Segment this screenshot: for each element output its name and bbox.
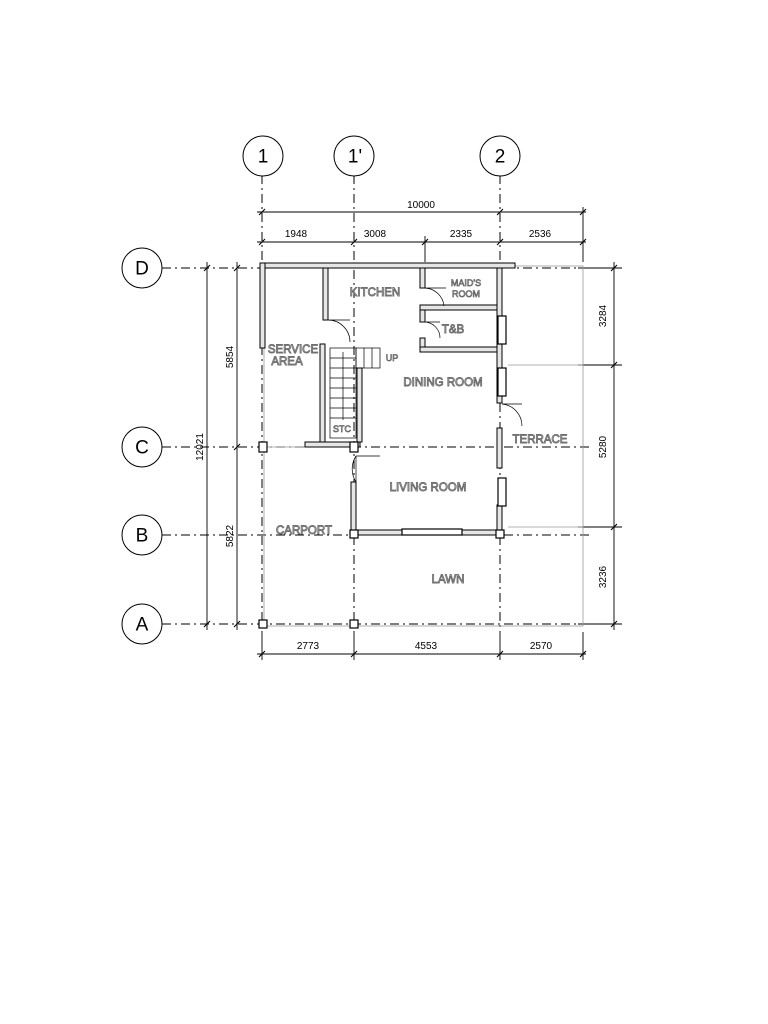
room-label-kitchen: KITCHEN (350, 287, 400, 299)
window (497, 367, 507, 397)
dim-tick (350, 238, 358, 246)
stair-outline (329, 347, 357, 439)
dim-tick (203, 620, 211, 628)
column (349, 529, 359, 539)
door-swing-maids (423, 287, 446, 307)
wall-tb-bottom (419, 346, 501, 353)
column (258, 619, 268, 629)
dim-right-3: 3236 (598, 565, 609, 588)
stair-landing (355, 347, 381, 369)
dim-top-1: 1948 (285, 229, 308, 240)
grid-label-2: 2 (495, 147, 506, 168)
dim-tick (203, 264, 211, 272)
grid-bubble-1 (242, 135, 284, 177)
room-label-service-2: AREA (271, 356, 303, 368)
room-label-maids-2: ROOM (452, 289, 480, 299)
grid-bubble-2 (479, 135, 521, 177)
door-swing-tb (423, 321, 441, 339)
column (495, 529, 505, 539)
walls (258, 262, 516, 629)
dim-tick (496, 208, 504, 216)
grid-bubble-a (121, 603, 163, 645)
wall-left (259, 262, 266, 349)
wall-living-left (350, 481, 357, 536)
column (349, 619, 359, 629)
dim-bottom-3: 2570 (530, 641, 553, 652)
wall-stair-left (319, 343, 326, 443)
dim-tick (233, 620, 241, 628)
door-swing-terrace (501, 403, 523, 427)
grid-label-1prime: 1' (348, 147, 362, 168)
grid-bubble-1prime (333, 135, 375, 177)
dimension-top: 10000 1948 3008 2335 2536 (257, 200, 587, 262)
grid-bubble-d (121, 247, 163, 289)
dimension-bottom: 2773 4553 2570 (257, 632, 587, 660)
dim-left-overall-text: 12021 (195, 433, 206, 461)
room-label-tb: T&B (442, 324, 465, 336)
dim-top-4: 2536 (529, 229, 552, 240)
wall-stair-right (356, 367, 363, 443)
room-label-dining: DINING ROOM (403, 377, 482, 389)
grid-label-d: D (135, 259, 149, 280)
window (497, 477, 507, 507)
room-label-maids-1: MAID'S (451, 278, 481, 288)
wall-top (259, 262, 516, 269)
door-swing-kitchen (327, 319, 351, 343)
dim-left-2: 5822 (225, 524, 236, 547)
dim-right-2: 5280 (598, 435, 609, 458)
dim-right-1: 3284 (598, 304, 609, 327)
dim-top-2: 3008 (364, 229, 387, 240)
wall-tb-left (419, 309, 426, 323)
stair-up-label: UP (386, 353, 399, 363)
wall-maids-bottom (419, 304, 501, 311)
dim-top-overall-text: 10000 (407, 200, 435, 211)
wall-maids-left (419, 267, 426, 289)
window (401, 528, 463, 536)
wall-kitchen-partition (322, 267, 329, 321)
wall-right-mid (496, 427, 503, 469)
dim-tick (258, 238, 266, 246)
room-label-living: LIVING ROOM (390, 482, 467, 494)
dim-left-1: 5854 (225, 345, 236, 368)
room-label-terrace: TERRACE (513, 434, 568, 446)
door-swing-living (351, 455, 380, 483)
dim-tick (579, 238, 587, 246)
wall-stair-bottom (304, 441, 361, 448)
window (497, 315, 507, 345)
dim-top-3: 2335 (450, 229, 473, 240)
dim-bottom-2: 4553 (415, 641, 438, 652)
dimension-left: 12021 5854 5822 (195, 262, 241, 630)
dim-tick (496, 238, 504, 246)
grid-label-c: C (135, 438, 149, 459)
dim-tick (233, 443, 241, 451)
column (258, 441, 268, 453)
grid-label-b: B (136, 526, 149, 547)
room-label-lawn: LAWN (432, 574, 465, 586)
dim-tick (233, 264, 241, 272)
room-labels: KITCHEN MAID'S ROOM T&B SERVICE AREA UP … (267, 278, 568, 587)
grid-bubble-c (121, 426, 163, 468)
grid-label-a: A (136, 615, 149, 636)
column (349, 441, 359, 453)
dim-bottom-1: 2773 (297, 641, 320, 652)
room-label-service-1: SERVICE (268, 344, 319, 356)
dimension-right: 3284 5280 3236 (578, 262, 622, 630)
grid-bubble-b (121, 514, 163, 556)
grid-label-1: 1 (258, 147, 269, 168)
openings (327, 287, 523, 536)
room-label-stc: STC (333, 424, 352, 434)
grid-axis-lines (162, 175, 590, 632)
stair (329, 347, 381, 439)
grid-bubbles: 1 1' 2 D C B A (121, 135, 521, 645)
room-label-carport: CARPORT (276, 525, 332, 537)
dim-tick (258, 208, 266, 216)
